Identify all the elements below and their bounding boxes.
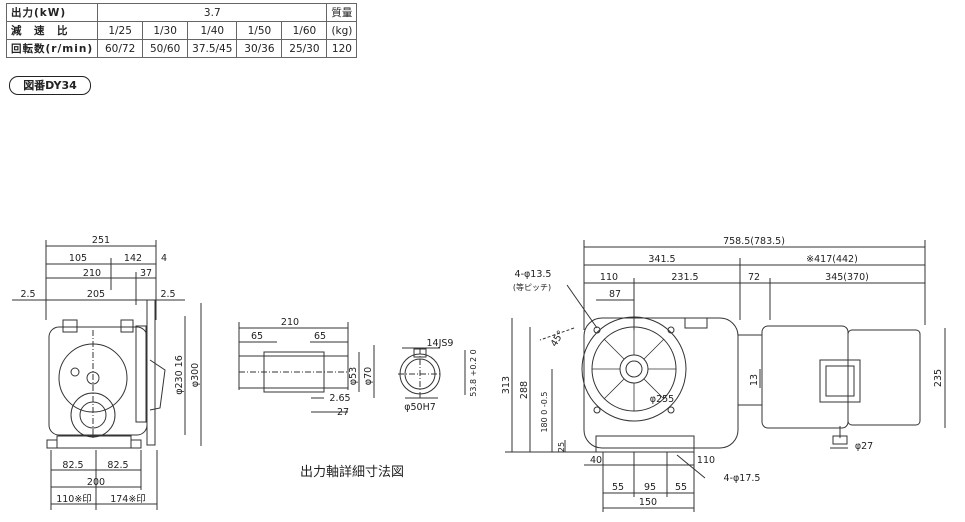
- side-dim-72: 72: [748, 272, 760, 283]
- mass-unit: (kg): [326, 21, 358, 40]
- dim-37: 37: [140, 268, 152, 279]
- dim-82-5-left: 82.5: [62, 460, 83, 471]
- speed-cell: 30/36: [236, 39, 283, 58]
- side-dim-180: 180 0 -0.5: [540, 391, 549, 432]
- shaft-detail: [238, 322, 466, 413]
- shaft-dim-phi70: φ70: [363, 367, 374, 385]
- side-hole-4-phi17-5: 4-φ17.5: [724, 473, 761, 484]
- side-dim-758-5: 758.5(783.5): [723, 236, 785, 247]
- side-dim-417: ※417(442): [806, 254, 858, 265]
- shaft-dim-phi50h7: φ50H7: [404, 402, 436, 413]
- dim-200: 200: [87, 477, 105, 488]
- dim-105: 105: [69, 253, 87, 264]
- front-view: [12, 240, 202, 510]
- side-dim-235: 235: [933, 369, 944, 387]
- side-dim-13: 13: [749, 374, 760, 386]
- side-hole-4-phi13-5: 4-φ13.5: [515, 269, 552, 280]
- shaft-dim-53-8: 53.8 +0.2 0: [469, 349, 478, 396]
- speed-cell: 60/72: [97, 39, 144, 58]
- side-dim-110-bottom: 110: [697, 455, 715, 466]
- dim-110-mark: 110※印: [56, 493, 92, 505]
- ratio-cell: 1/25: [97, 21, 144, 40]
- shaft-dim-65-left: 65: [251, 331, 263, 342]
- side-dim-55-left: 55: [612, 482, 624, 493]
- side-view: [505, 240, 946, 512]
- dim-82-5-right: 82.5: [107, 460, 128, 471]
- side-dim-25: 25: [557, 442, 566, 452]
- dim-174-mark: 174※印: [110, 493, 146, 505]
- dim-142: 142: [124, 253, 142, 264]
- dim-4: 4: [161, 253, 167, 264]
- dim-205: 205: [87, 289, 105, 300]
- shaft-dim-27: 27: [337, 407, 349, 418]
- side-hole-note: (等ピッチ): [513, 282, 551, 292]
- dim-2-5-right: 2.5: [160, 289, 175, 300]
- speed-cell: 50/60: [142, 39, 189, 58]
- shaft-dim-210: 210: [281, 317, 299, 328]
- speed-cell: 25/30: [281, 39, 328, 58]
- speed-cell: 37.5/45: [187, 39, 238, 58]
- side-dim-150: 150: [639, 497, 657, 508]
- shaft-dim-2-65: 2.65: [329, 393, 350, 404]
- speed-label: 回転数(r/min): [5, 39, 99, 58]
- side-dim-313: 313: [501, 376, 512, 394]
- side-dim-95: 95: [644, 482, 656, 493]
- shaft-dim-65-right: 65: [314, 331, 326, 342]
- dim-phi230: φ230 16: [174, 355, 185, 395]
- dim-phi300: φ300: [190, 363, 201, 387]
- side-dim-40: 40: [590, 455, 602, 466]
- side-dim-phi255: φ255: [650, 394, 674, 405]
- side-dim-341-5: 341.5: [648, 254, 675, 265]
- dim-2-5-left: 2.5: [20, 289, 35, 300]
- dim-210: 210: [83, 268, 101, 279]
- side-dim-110: 110: [600, 272, 618, 283]
- mass-value: 120: [326, 39, 358, 58]
- side-dim-phi27: φ27: [855, 441, 873, 452]
- shaft-dim-14js9: 14JS9: [427, 338, 454, 349]
- drawing-number-badge: 図番DY34: [9, 76, 91, 95]
- side-dim-288: 288: [519, 381, 530, 399]
- side-dim-345: 345(370): [825, 272, 869, 283]
- side-dim-55-right: 55: [675, 482, 687, 493]
- dim-251: 251: [92, 235, 110, 246]
- side-dim-231-5: 231.5: [671, 272, 698, 283]
- shaft-dim-phi53: φ53: [348, 367, 359, 385]
- spec-table: 出力(kW) 3.7 質量 減 速 比 1/25 1/30 1/40 1/50 …: [5, 3, 358, 58]
- shaft-detail-title: 出力軸詳細寸法図: [300, 464, 404, 480]
- side-dim-87: 87: [609, 289, 621, 300]
